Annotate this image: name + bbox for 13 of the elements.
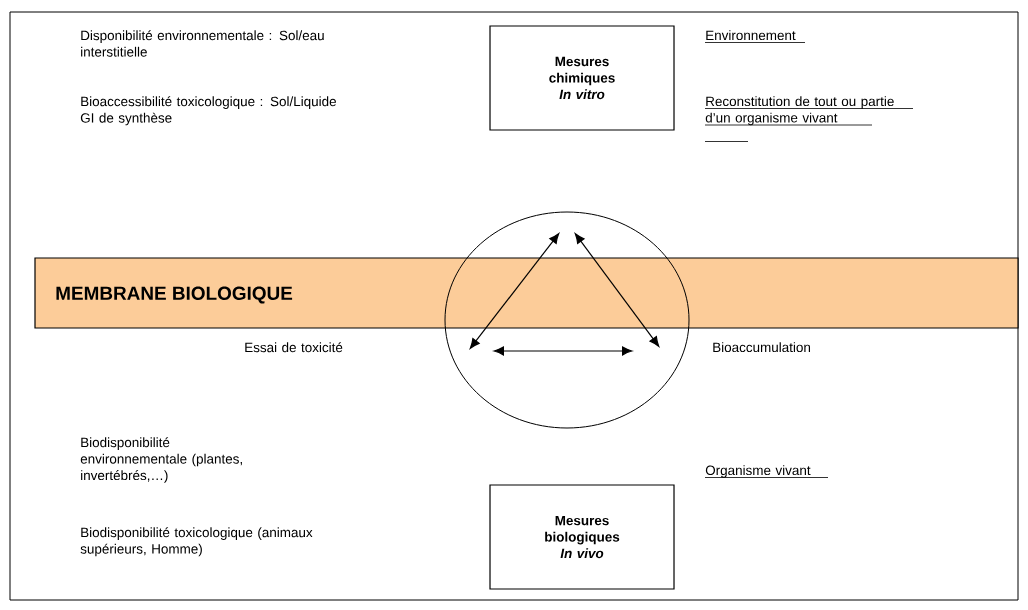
caption-text: Bioaccumulation xyxy=(713,342,810,353)
caption-text: Disponibilité environnementale : Sol/eau interstitielle xyxy=(81,30,324,57)
underlined-heading: Environnement xyxy=(704,30,806,43)
caption-text: Bioaccessibilité toxicologique : Sol/Liquide GI de synthèse xyxy=(80,96,336,126)
caption-text: Biodisponibilité environnementale (plantes, invertébrés,…) xyxy=(80,437,242,483)
underlined-heading: Organisme vivant xyxy=(704,465,829,478)
circle xyxy=(444,211,690,429)
caption-text: Essai de toxicité xyxy=(245,342,343,353)
caption-text: Biodisponibilité toxicologique (animaux supérieurs, Homme) xyxy=(80,527,313,557)
underlined-heading: Reconstitution de tout ou partie d’un organisme vivant xyxy=(704,96,914,142)
method-box: Mesures biologiques In vivo xyxy=(489,484,675,590)
membrane-band: MEMBRANE BIOLOGIQUE xyxy=(34,257,1019,329)
method-box: Mesures chimiques In vitro xyxy=(489,25,675,131)
